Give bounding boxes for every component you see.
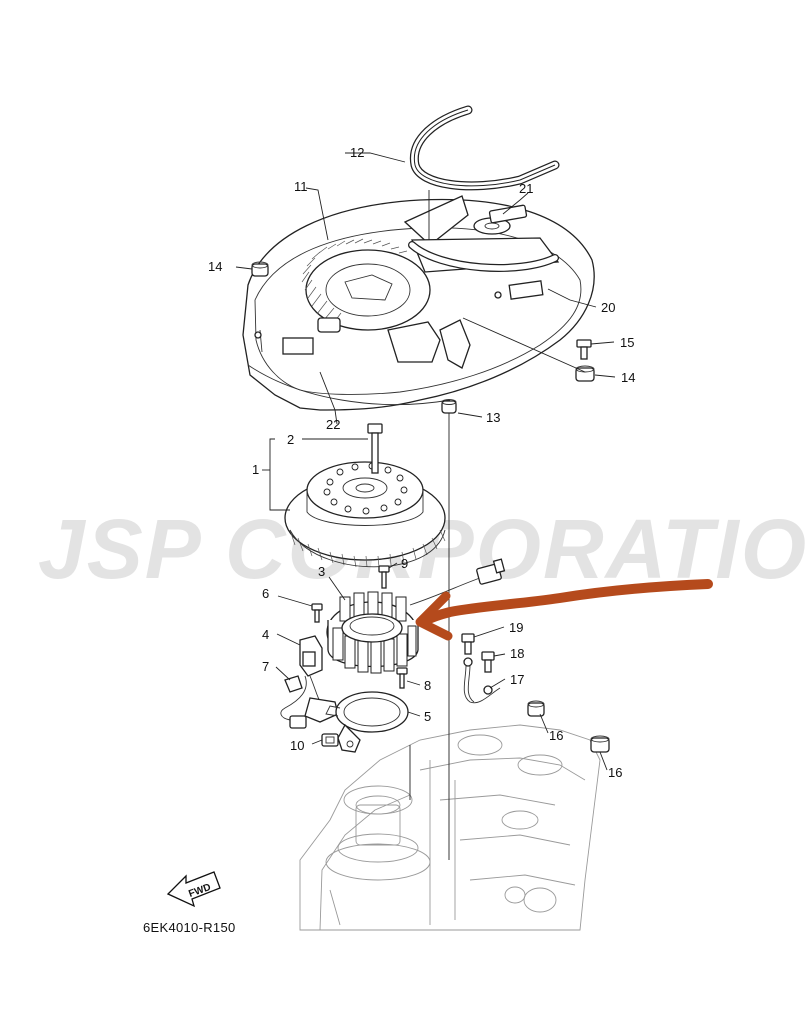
connector-10 — [321, 733, 339, 747]
callout-5: 5 — [424, 709, 431, 724]
callout-14-right: 14 — [621, 370, 635, 385]
grommet-14-right — [575, 365, 595, 382]
grommet-14-left — [251, 261, 269, 277]
callout-18: 18 — [510, 646, 524, 661]
base-plate — [325, 691, 409, 753]
callouts: 12 11 21 14 20 15 14 13 22 2 1 3 9 6 4 1… — [208, 145, 635, 780]
callout-16-lower: 16 — [608, 765, 622, 780]
callout-20: 20 — [601, 300, 615, 315]
callout-22: 22 — [326, 417, 340, 432]
screw-9 — [378, 565, 390, 589]
callout-2: 2 — [287, 432, 294, 447]
callout-13: 13 — [486, 410, 500, 425]
diagram-code: 6EK4010-R150 — [143, 920, 236, 935]
callout-12: 12 — [350, 145, 364, 160]
bolt-18 — [481, 651, 495, 673]
bolt-15 — [576, 339, 592, 360]
callout-10: 10 — [290, 738, 304, 753]
callout-9: 9 — [401, 556, 408, 571]
screw-6 — [311, 603, 323, 623]
pulser-coil — [299, 635, 323, 677]
callout-21: 21 — [519, 181, 533, 196]
grommet-16-upper — [527, 700, 545, 717]
flywheel-cover — [242, 195, 595, 411]
callout-14-left: 14 — [208, 259, 222, 274]
callout-4: 4 — [262, 627, 269, 642]
hose-strap — [408, 105, 560, 272]
callout-1: 1 — [252, 462, 259, 477]
clamp-7 — [284, 675, 303, 693]
engine-block — [299, 724, 601, 931]
callout-19: 19 — [509, 620, 523, 635]
callout-15: 15 — [620, 335, 634, 350]
ground-lead — [463, 657, 501, 704]
callout-11: 11 — [294, 179, 308, 194]
stator — [326, 558, 506, 674]
leader-lines — [235, 152, 616, 771]
callout-6: 6 — [262, 586, 269, 601]
bolt-19 — [461, 633, 475, 655]
wire-harness — [280, 675, 339, 729]
callout-3: 3 — [318, 564, 325, 579]
callout-16-upper: 16 — [549, 728, 563, 743]
flywheel-rotor — [284, 461, 446, 568]
grommet-16-lower — [590, 735, 610, 753]
collar-13 — [441, 399, 457, 414]
callout-7: 7 — [262, 659, 269, 674]
screw-8 — [396, 667, 408, 689]
callout-8: 8 — [424, 678, 431, 693]
highlight-arrow — [415, 579, 713, 641]
callout-17: 17 — [510, 672, 524, 687]
fwd-arrow: FWD — [166, 871, 221, 908]
bolt-2 — [367, 423, 383, 474]
